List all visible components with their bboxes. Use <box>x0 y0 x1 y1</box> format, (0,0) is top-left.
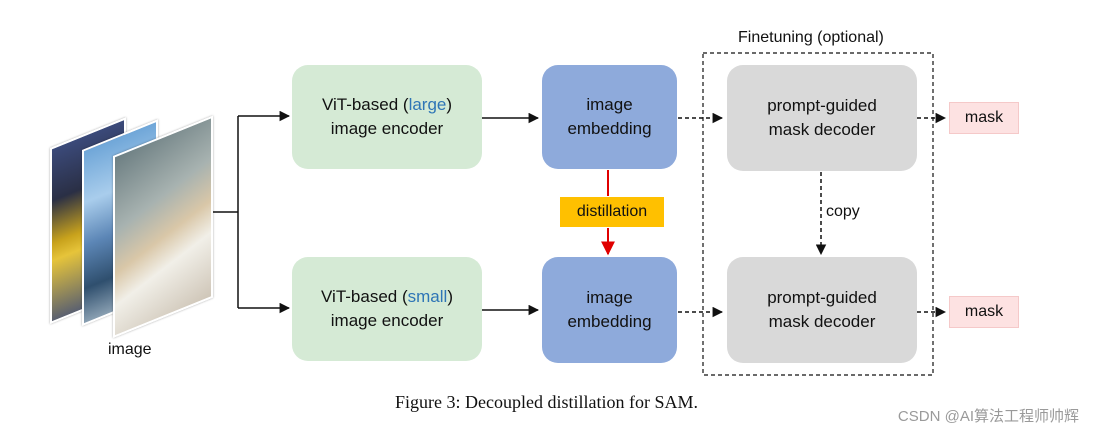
top-embedding-line2: embedding <box>567 119 652 138</box>
top-embedding-line1: image <box>586 95 633 114</box>
small-encoder-box: ViT-based (small) image encoder <box>292 257 482 361</box>
bottom-embedding-line2: embedding <box>567 312 652 331</box>
bottom-embedding-box: image embedding <box>542 257 677 363</box>
small-encoder-title: ViT-based (small) <box>321 287 453 306</box>
top-mask-output: mask <box>949 102 1019 134</box>
bottom-embedding-line1: image <box>586 288 633 307</box>
bottom-mask-output: mask <box>949 296 1019 328</box>
large-highlight: large <box>408 95 447 114</box>
input-image-label: image <box>108 341 152 358</box>
large-encoder-box: ViT-based (large) image encoder <box>292 65 482 169</box>
top-decoder-line1: prompt-guided <box>767 96 877 115</box>
bottom-decoder-line1: prompt-guided <box>767 288 877 307</box>
large-encoder-title: ViT-based (large) <box>321 95 453 114</box>
top-decoder-box: prompt-guided mask decoder <box>727 65 917 171</box>
copy-label: copy <box>826 203 860 220</box>
figure-caption: Figure 3: Decoupled distillation for SAM… <box>395 392 698 412</box>
watermark: CSDN @AI算法工程师帅辉 <box>897 408 1079 425</box>
top-embedding-box: image embedding <box>542 65 677 169</box>
bottom-decoder-line2: mask decoder <box>768 312 876 331</box>
finetuning-label: Finetuning (optional) <box>738 29 884 46</box>
distillation-label: distillation <box>560 197 664 227</box>
top-decoder-line2: mask decoder <box>768 120 876 139</box>
finetuning-frame <box>702 52 934 376</box>
small-encoder-subtitle: image encoder <box>330 311 444 330</box>
bottom-decoder-box: prompt-guided mask decoder <box>727 257 917 363</box>
small-highlight: small <box>407 287 448 306</box>
large-encoder-subtitle: image encoder <box>330 119 444 138</box>
